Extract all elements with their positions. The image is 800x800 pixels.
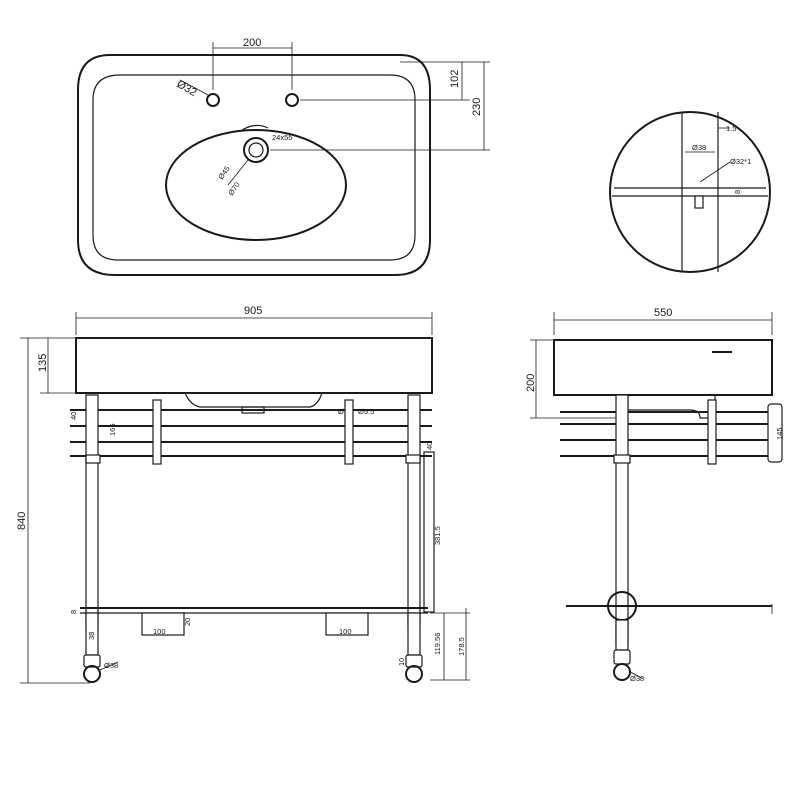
side-caster bbox=[613, 663, 631, 681]
dim-shelf-height: 178.5 bbox=[457, 637, 466, 656]
leg-right bbox=[407, 394, 421, 626]
basin-outline-inner bbox=[92, 74, 416, 261]
dim-caster-height: 119.56 bbox=[433, 633, 442, 655]
overflow-slot bbox=[241, 124, 269, 131]
dim-leg-width: 38 bbox=[87, 632, 96, 640]
dim-rail-gap: 40 bbox=[69, 412, 78, 420]
detail-rail-dia-label: Ø38 bbox=[692, 143, 706, 152]
tap-hole-left bbox=[206, 93, 220, 107]
tap-hole-right bbox=[285, 93, 299, 107]
dim-side-basin-height: 200 bbox=[525, 374, 537, 392]
side-upright bbox=[423, 451, 435, 613]
detail-circle bbox=[609, 111, 771, 273]
waste-dia-inner-label: Ø45 bbox=[216, 164, 232, 181]
detail-view: 1.5 Ø38 Ø32*1 8 bbox=[609, 111, 771, 273]
leg-left bbox=[85, 394, 99, 626]
dim-foot: 10 bbox=[397, 658, 406, 666]
front-basin-underside bbox=[184, 392, 323, 408]
dim-shelf-thk: 8 bbox=[69, 610, 78, 614]
front-basin-body bbox=[75, 337, 433, 394]
tap-hole-dia-label: Ø32 bbox=[175, 78, 199, 99]
fixing-dia-label: Ø5.5 bbox=[358, 407, 374, 416]
rail-bracket-right bbox=[344, 399, 354, 465]
dim-side-depth: 550 bbox=[654, 307, 672, 319]
dim-total-height: 840 bbox=[16, 512, 28, 530]
dim-waste-depth: 230 bbox=[471, 98, 483, 116]
basin-outline-outer bbox=[77, 54, 431, 276]
side-view: 550 200 145 Ø38 bbox=[525, 307, 784, 683]
detail-thickness-label: 1.5 bbox=[726, 124, 736, 133]
side-bracket bbox=[767, 403, 783, 463]
detail-fixing-dia-label: Ø32*1 bbox=[730, 157, 751, 166]
top-view: 200 102 230 Ø32 24x55 Ø45 Ø70 bbox=[77, 37, 490, 276]
bowl-outline bbox=[165, 129, 347, 241]
dim-side-bracket-height: 145 bbox=[775, 427, 784, 440]
dim-bracket-width-1: 100 bbox=[153, 627, 166, 636]
dim-front-basin-height: 135 bbox=[37, 354, 49, 372]
overflow-slot-label: 24x55 bbox=[272, 133, 292, 142]
dim-tap-spacing: 200 bbox=[243, 37, 261, 49]
side-basin-body bbox=[553, 339, 773, 396]
dim-tap-depth: 102 bbox=[449, 70, 461, 88]
detail-small-label: 8 bbox=[733, 190, 742, 194]
waste-inner-circle bbox=[248, 142, 264, 158]
side-caster-dia-label: Ø38 bbox=[630, 674, 644, 683]
dim-front-width: 905 bbox=[244, 305, 262, 317]
caster-right bbox=[405, 665, 423, 683]
caster-left bbox=[83, 665, 101, 683]
dim-bracket-gap: 20 bbox=[183, 618, 192, 626]
dim-side-small: 40 bbox=[425, 442, 434, 450]
waste-outer-circle bbox=[243, 137, 269, 163]
shelf-bracket-left bbox=[141, 612, 185, 636]
rail-bracket-left bbox=[152, 399, 162, 465]
waste-dia-outer-label: Ø70 bbox=[226, 180, 242, 197]
fixing-dia-label-a: Ø bbox=[338, 407, 344, 416]
dim-leg-height: 381.5 bbox=[433, 526, 442, 545]
side-basin-underside bbox=[627, 395, 716, 419]
dim-bracket-width-2: 100 bbox=[339, 627, 352, 636]
dim-rail-span: 165 bbox=[108, 423, 117, 436]
shelf-bracket-right bbox=[325, 612, 369, 636]
caster-dia-label: Ø38 bbox=[104, 661, 118, 670]
front-view: 905 135 840 40 165 Ø Ø5.5 40 381.5 bbox=[16, 305, 470, 684]
side-leg bbox=[615, 394, 629, 646]
